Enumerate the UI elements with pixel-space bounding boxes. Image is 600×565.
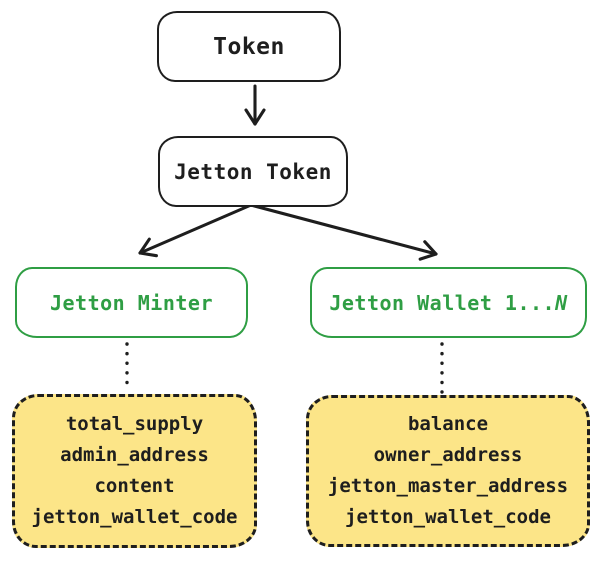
node-jetton-wallet-label: Jetton Wallet 1...N: [329, 291, 567, 315]
node-jetton-token: Jetton Token: [158, 136, 348, 207]
node-token: Token: [157, 11, 341, 82]
minter-field-total-supply: total_supply: [65, 413, 204, 435]
node-jetton-token-label: Jetton Token: [174, 159, 332, 184]
minter-field-admin-address: admin_address: [60, 444, 209, 466]
wallet-field-owner-address: owner_address: [373, 444, 523, 466]
node-minter-fields: total_supply admin_address content jetto…: [12, 394, 257, 548]
minter-field-jetton-wallet-code: jetton_wallet_code: [31, 506, 238, 528]
node-wallet-fields: balance owner_address jetton_master_addr…: [306, 395, 590, 547]
node-token-label: Token: [213, 33, 285, 60]
node-jetton-wallet: Jetton Wallet 1...N: [310, 267, 587, 338]
node-jetton-minter-label: Jetton Minter: [49, 290, 214, 315]
wallet-field-jetton-wallet-code: jetton_wallet_code: [345, 506, 551, 528]
node-jetton-minter: Jetton Minter: [15, 267, 248, 338]
minter-field-content: content: [94, 475, 175, 497]
wallet-field-jetton-master-address: jetton_master_address: [327, 475, 569, 497]
edge-jetton-token-to-minter-arrow: [138, 203, 253, 258]
edge-jetton-token-to-wallet-arrow: [245, 202, 438, 261]
node-jetton-wallet-label-n: N: [555, 290, 568, 315]
node-jetton-wallet-label-prefix: Jetton Wallet 1...: [329, 290, 556, 315]
wallet-field-balance: balance: [407, 413, 489, 435]
